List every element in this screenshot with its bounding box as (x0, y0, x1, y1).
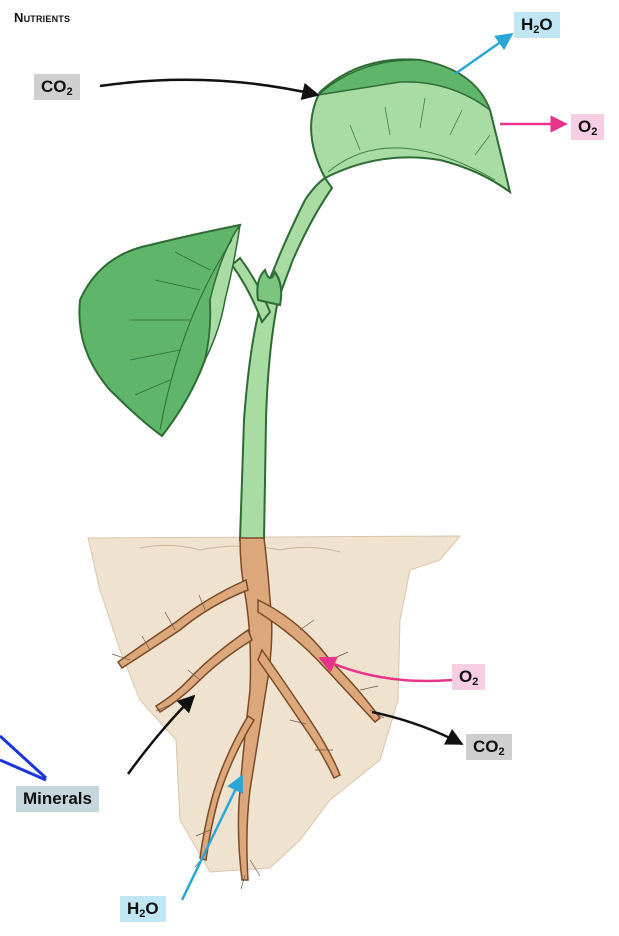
diagram-title: Nutrients (14, 10, 70, 25)
terminal-bud (257, 270, 281, 305)
label-h2o-leaf: H2O (514, 12, 560, 38)
label-co2-leaf: CO2 (34, 74, 80, 100)
label-minerals: Minerals (16, 786, 99, 812)
offscreen-pointer-line (0, 736, 46, 780)
label-co2-root: CO2 (466, 734, 512, 760)
label-o2-leaf: O2 (571, 114, 604, 140)
label-o2-root: O2 (452, 664, 485, 690)
arrow-h2o-from-leaf (455, 34, 512, 74)
stem (240, 300, 278, 540)
label-h2o-root: H2O (120, 896, 166, 922)
arrow-co2-to-leaf (100, 80, 318, 95)
soil (88, 536, 460, 872)
